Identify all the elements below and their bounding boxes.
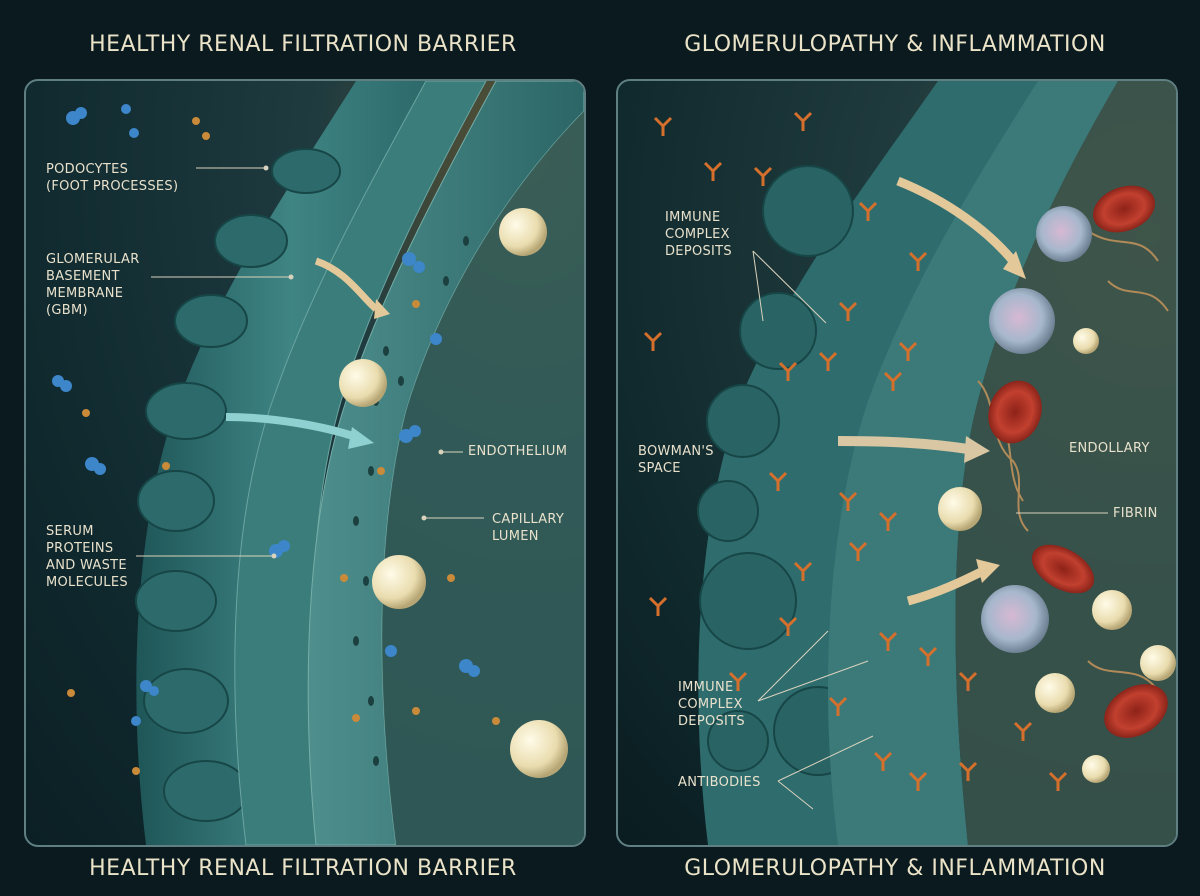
- right-label-leaders: [752, 250, 1108, 810]
- bottom-title-left: HEALTHY RENAL FILTRATION BARRIER: [89, 856, 517, 881]
- waste-molecules: [67, 117, 500, 775]
- serum-proteins: [52, 104, 480, 726]
- label-immune-deposits-top: IMMUNE COMPLEX DEPOSITS: [665, 210, 732, 259]
- label-endollary: ENDOLLARY: [1069, 441, 1150, 456]
- label-capillary-lumen: CAPILLARY LUMEN: [492, 512, 565, 544]
- inflammation-arrow-upper: [896, 176, 1017, 264]
- leukocytes: [981, 206, 1092, 653]
- label-fibrin: FIBRIN: [1113, 506, 1158, 521]
- healthy-barrier-illustration: [52, 81, 584, 845]
- free-spheres: [938, 328, 1176, 783]
- fenestrations: [353, 236, 469, 766]
- healthy-barrier-panel: PODOCYTES (FOOT PROCESSES) GLOMERULAR BA…: [24, 79, 586, 847]
- arrow-head-middle-right: [964, 436, 990, 463]
- label-serum-proteins: SERUM PROTEINS AND WASTE MOLECULES: [46, 524, 128, 590]
- label-leaders: [136, 165, 484, 559]
- glomerulopathy-panel: IMMUNE COMPLEX DEPOSITS BOWMAN'S SPACE E…: [616, 79, 1178, 847]
- bottom-title-right: GLOMERULOPATHY & INFLAMMATION: [684, 856, 1106, 881]
- label-immune-deposits-bottom: IMMUNE COMPLEX DEPOSITS: [678, 680, 745, 729]
- label-endothelium: ENDOTHELIUM: [468, 444, 568, 459]
- thickened-gbm: [828, 81, 1118, 845]
- label-antibodies: ANTIBODIES: [678, 775, 761, 790]
- glomerulopathy-illustration: [643, 81, 1176, 845]
- swollen-podocytes: [697, 165, 863, 776]
- capillary-lumen-area: [382, 111, 584, 845]
- arrow-head-lower-right: [976, 559, 1000, 583]
- label-bowmans-space: BOWMAN'S SPACE: [638, 444, 714, 476]
- filtration-arrow-upper: [314, 257, 379, 312]
- top-title-left: HEALTHY RENAL FILTRATION BARRIER: [89, 32, 517, 57]
- inflamed-lumen: [955, 81, 1176, 845]
- podocyte-layer: [136, 81, 447, 845]
- inflammation-arrow-lower: [906, 566, 986, 606]
- inflammation-arrow-middle: [837, 436, 969, 454]
- lumen-spheres: [339, 208, 568, 778]
- arrow-head-upper: [374, 299, 390, 319]
- foot-processes: [135, 148, 341, 822]
- arrow-head-middle: [348, 427, 374, 449]
- arrow-head-upper-right: [1003, 251, 1026, 279]
- top-title-right: GLOMERULOPATHY & INFLAMMATION: [684, 32, 1106, 57]
- label-podocytes: PODOCYTES (FOOT PROCESSES): [46, 162, 179, 194]
- red-blood-cells: [988, 185, 1168, 738]
- label-gbm: GLOMERULAR BASEMENT MEMBRANE (GBM): [46, 252, 140, 318]
- filtration-arrow-middle: [225, 413, 358, 441]
